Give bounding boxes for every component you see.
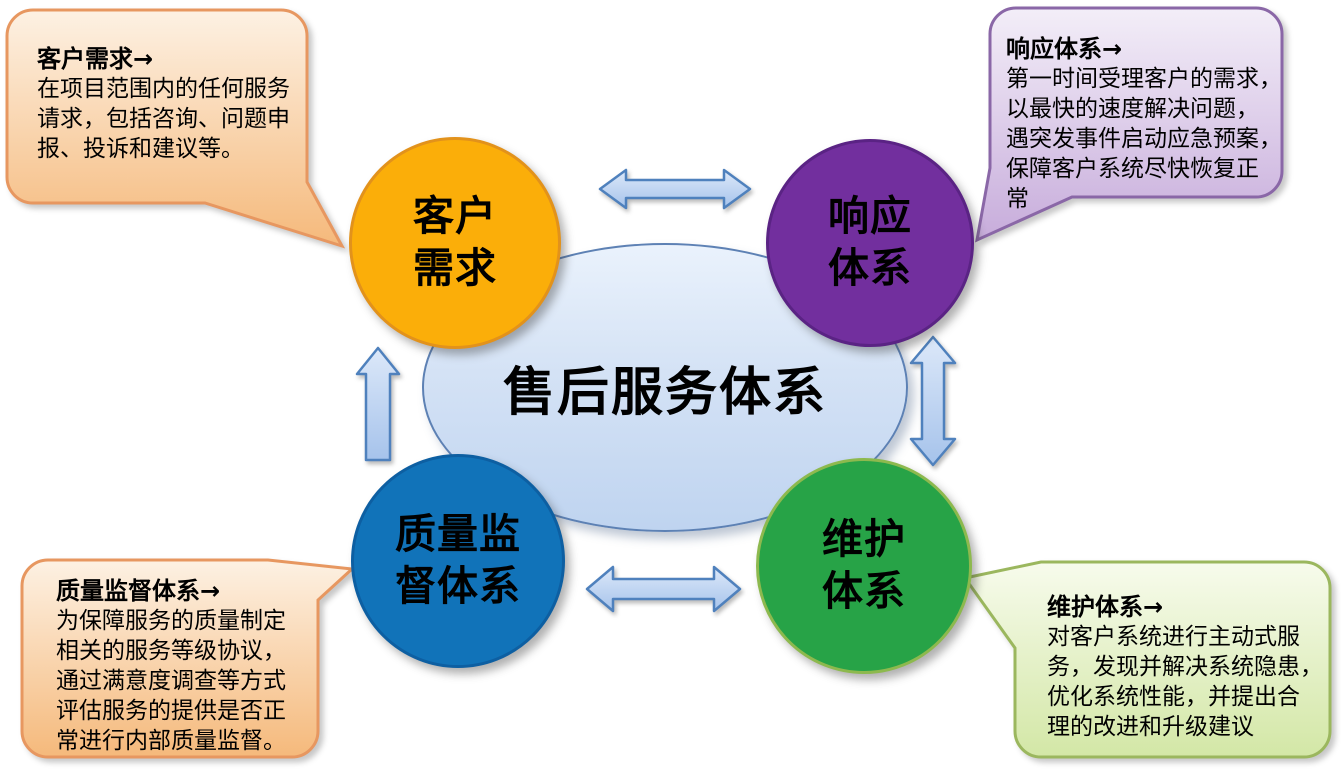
callout-maintenance-system-body: 对客户系统进行主动式服 务，发现并解决系统隐患， 优化系统性能，并提出合 理的改… [1047, 624, 1323, 740]
node-customer-demand-label: 客户 需求 [413, 192, 497, 292]
callout-bubble-maintenance-system [962, 560, 1332, 759]
callout-maintenance-system: 维护体系→ 对客户系统进行主动式服 务，发现并解决系统隐患， 优化系统性能，并提… [1015, 562, 1341, 742]
double-arrow-right-icon [909, 335, 957, 467]
callout-response-system: 响应体系→ 第一时间受理客户的需求， 以最快的速度解决问题， 遇突发事件启动应急… [990, 8, 1286, 214]
node-response-system: 响应 体系 [766, 139, 974, 347]
up-arrow-left-icon [355, 346, 401, 462]
callout-bubble-customer-demand [5, 8, 346, 249]
callout-maintenance-system-title: 维护体系→ [1047, 593, 1164, 621]
node-quality-supervision-system: 质量监 督体系 [351, 454, 565, 668]
center-title: 售后服务体系 [502, 363, 827, 423]
callout-quality-supervision-body: 为保障服务的质量制定 相关的服务等级协议， 通过满意度调查等方式 评估服务的提供… [56, 608, 286, 754]
node-maintenance-system: 维护 体系 [756, 458, 972, 674]
callout-quality-supervision: 质量监督体系→ 为保障服务的质量制定 相关的服务等级协议， 通过满意度调查等方式… [22, 560, 326, 756]
callout-quality-supervision-title: 质量监督体系→ [56, 577, 221, 605]
node-maintenance-system-label: 维护 体系 [822, 515, 906, 615]
node-customer-demand: 客户 需求 [349, 137, 561, 349]
double-arrow-bottom-icon [585, 565, 742, 613]
callout-customer-demand: 客户需求→ 在项目范围内的任何服务 请求，包括咨询、问题申 报、投诉和建议等。 [7, 10, 327, 164]
callout-customer-demand-title: 客户需求→ [37, 45, 154, 73]
node-response-system-label: 响应 体系 [828, 192, 912, 292]
double-arrow-top-icon [598, 168, 752, 210]
callout-bubble-quality-supervision [20, 558, 356, 759]
callout-customer-demand-body: 在项目范围内的任何服务 请求，包括咨询、问题申 报、投诉和建议等。 [37, 76, 290, 162]
callout-response-system-title: 响应体系→ [1006, 35, 1123, 63]
callout-bubble-response-system [975, 6, 1284, 243]
node-quality-supervision-system-label: 质量监 督体系 [395, 510, 521, 610]
callout-response-system-body: 第一时间受理客户的需求， 以最快的速度解决问题， 遇突发事件启动应急预案， 保障… [1006, 66, 1282, 212]
